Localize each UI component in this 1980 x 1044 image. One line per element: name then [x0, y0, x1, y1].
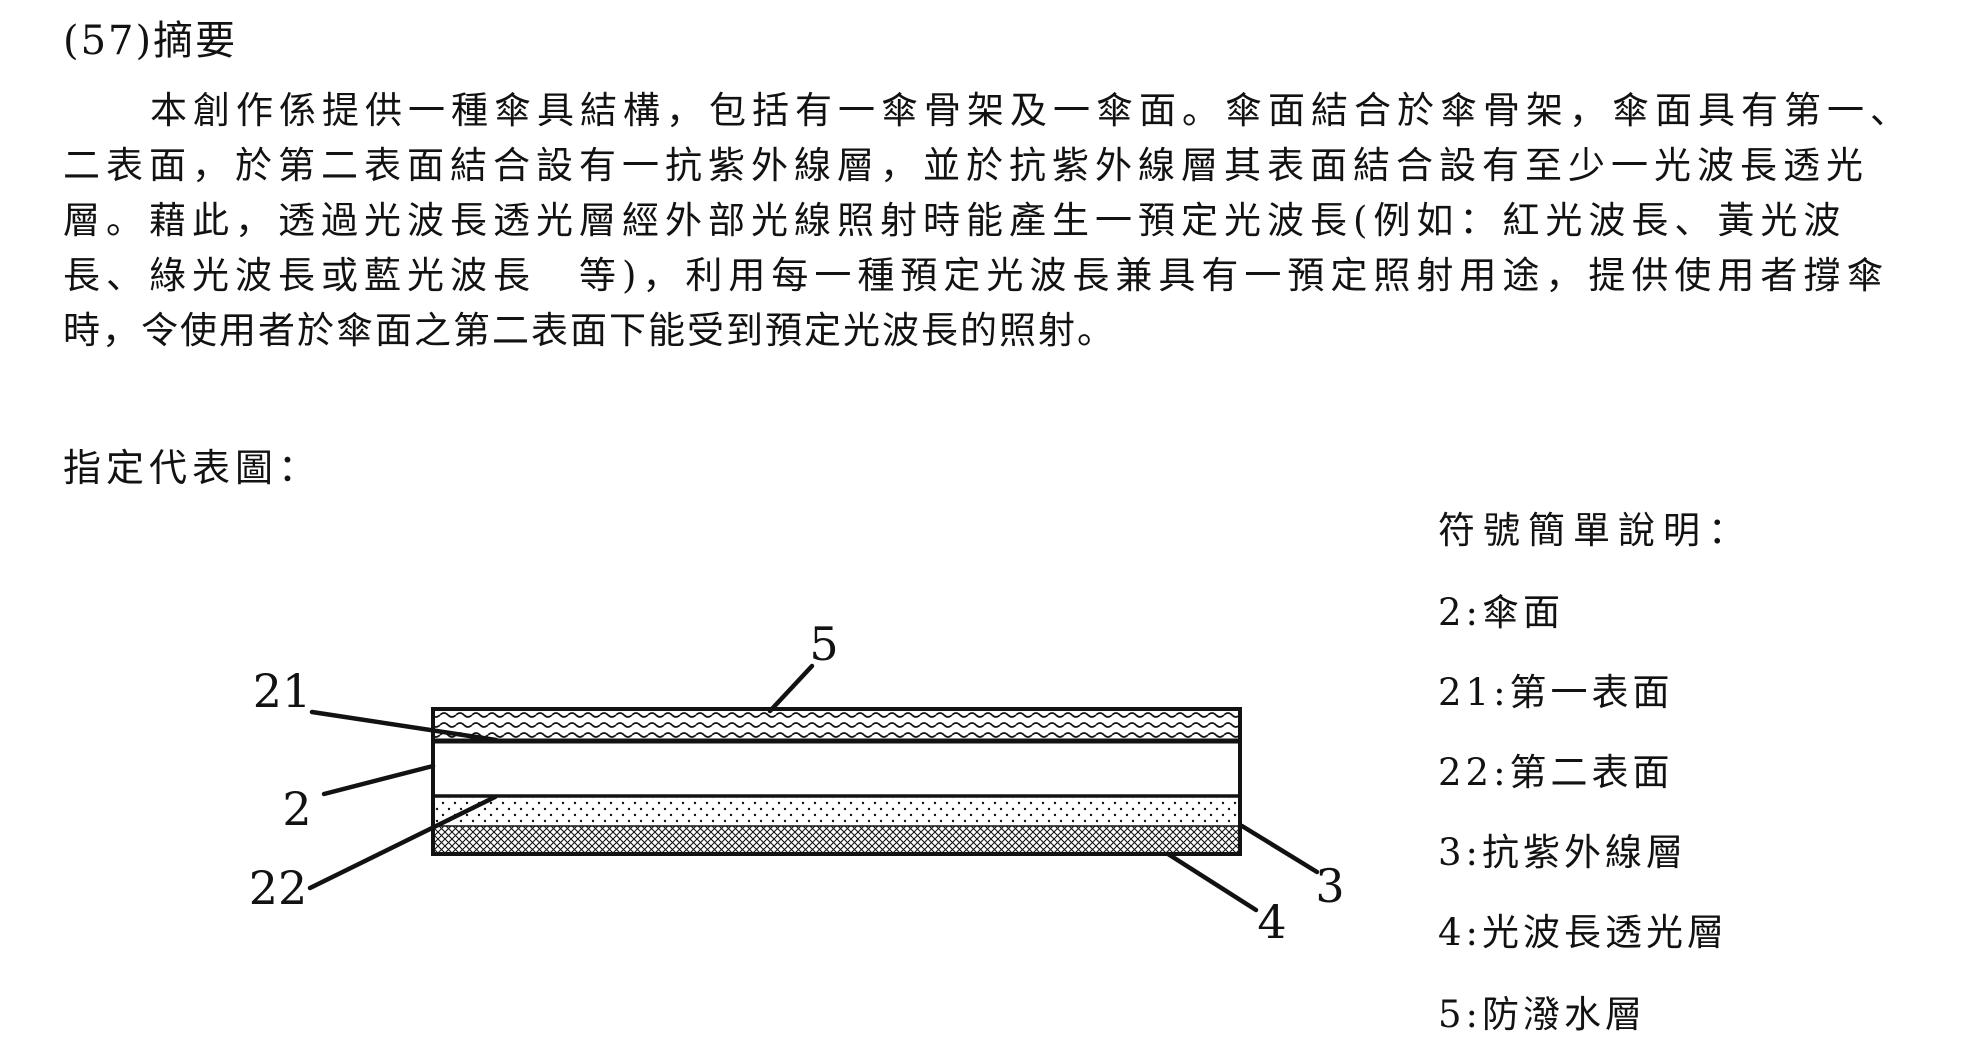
- ref-label-3: 3: [1315, 859, 1344, 913]
- leader-line-5: [767, 663, 815, 714]
- ref-label-4: 4: [1257, 895, 1286, 949]
- abstract-line-2: 二表面，於第二表面結合設有一抗紫外線層，並於抗紫外線層其表面結合設有至少一光波長…: [63, 144, 1869, 187]
- leader-line-22: [307, 794, 498, 891]
- legend-title: 符號簡單說明：: [1438, 509, 1753, 552]
- ref-label-21: 21: [253, 664, 312, 718]
- ref-label-5: 5: [809, 617, 838, 671]
- abstract-line-5: 時，令使用者於傘面之第二表面下能受到預定光波長的照射。: [63, 309, 1116, 352]
- light-wavelength-layer-rect: [433, 826, 1240, 852]
- ref-label-2: 2: [282, 782, 311, 836]
- legend-item-second-surface: 22:第二表面: [1438, 751, 1674, 794]
- leader-line-21: [309, 709, 499, 743]
- figure-diagram: 5 21 2 22 3 4: [249, 617, 1345, 949]
- section-label: (57)摘要: [63, 18, 238, 64]
- leader-line-2: [321, 763, 436, 797]
- legend-item-water-repellent-layer: 5:防潑水層: [1438, 993, 1647, 1036]
- legend-item-uv-layer: 3:抗紫外線層: [1438, 831, 1688, 874]
- abstract-line-1: 本創作係提供一種傘具結構，包括有一傘骨架及一傘面。傘面結合於傘骨架，傘面具有第一…: [150, 89, 1913, 132]
- legend-item-first-surface: 21:第一表面: [1438, 671, 1674, 714]
- legend-item-canopy: 2:傘面: [1438, 591, 1565, 634]
- legend-item-wavelength-layer: 4:光波長透光層: [1438, 911, 1729, 954]
- water-repellent-layer-rect: [433, 709, 1240, 741]
- canopy-layer-rect: [433, 741, 1240, 796]
- leader-line-3: [1239, 823, 1320, 875]
- abstract-line-3: 層。藉此，透過光波長透光層經外部光線照射時能產生一預定光波長(例如：紅光波長、黃…: [63, 199, 1847, 242]
- abstract-line-4: 長、綠光波長或藍光波長 等)，利用每一種預定光波長兼具有一預定照射用途，提供使用…: [63, 254, 1890, 297]
- figure-caption: 指定代表圖：: [63, 446, 322, 490]
- ref-label-22: 22: [249, 861, 308, 915]
- uv-resistant-layer-rect: [433, 798, 1240, 826]
- cross-section-outline: [431, 707, 1242, 856]
- leader-line-4: [1165, 851, 1259, 913]
